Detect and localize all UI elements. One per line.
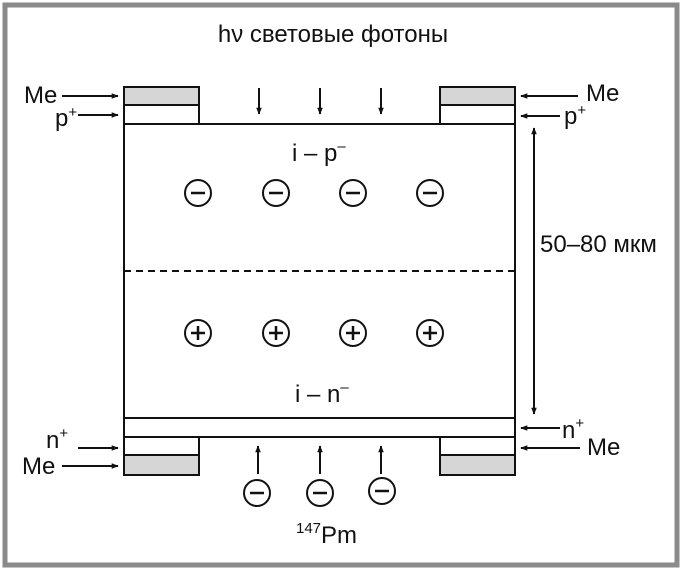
negative-charge bbox=[339, 179, 367, 207]
metal-layer bbox=[123, 86, 200, 106]
p-plus-layer bbox=[123, 104, 200, 125]
negative-charge bbox=[184, 179, 212, 207]
p-plus-layer bbox=[439, 104, 516, 125]
label-n-plus-bottom-right: n+ bbox=[562, 415, 584, 444]
beta-electron bbox=[306, 479, 334, 507]
beta-electron bbox=[368, 477, 396, 505]
bottom-right-contact bbox=[439, 436, 516, 476]
region-label-i-n: i – n– bbox=[295, 379, 349, 408]
label-p-plus-top-left: p+ bbox=[55, 104, 77, 132]
negative-charge bbox=[416, 179, 444, 207]
beta-electrons bbox=[243, 477, 396, 507]
n-plus-pad bbox=[439, 436, 516, 456]
diagram-title: hν световые фотоны bbox=[218, 21, 448, 48]
label-me-top-right: Me bbox=[586, 80, 619, 107]
beta-arrows bbox=[255, 445, 384, 474]
metal-layer bbox=[123, 454, 200, 476]
n-plus-pad bbox=[123, 436, 200, 456]
label-n-plus-bottom-left: n+ bbox=[46, 425, 68, 454]
positive-charge bbox=[339, 319, 367, 347]
bottom-left-contact bbox=[123, 436, 200, 476]
positive-charge bbox=[262, 319, 290, 347]
top-right-contact bbox=[439, 86, 516, 125]
region-label-i-p: i – p– bbox=[292, 138, 346, 167]
positive-charges bbox=[184, 319, 444, 347]
label-me-bottom-left: Me bbox=[22, 453, 55, 480]
metal-layer bbox=[439, 86, 516, 106]
positive-charge bbox=[416, 319, 444, 347]
label-me-top-left: Me bbox=[24, 82, 57, 109]
negative-charges bbox=[184, 179, 444, 207]
photon-arrows bbox=[256, 88, 384, 115]
positive-charge bbox=[184, 319, 212, 347]
negative-charge bbox=[262, 179, 290, 207]
label-p-plus-top-right: p+ bbox=[564, 102, 586, 130]
n-plus-layer bbox=[123, 417, 516, 438]
source-label: 147Pm bbox=[296, 520, 357, 549]
beta-electron bbox=[243, 479, 271, 507]
thickness-label: 50–80 мкм bbox=[540, 231, 657, 258]
label-me-bottom-right: Me bbox=[587, 434, 620, 461]
top-left-contact bbox=[123, 86, 200, 125]
metal-layer bbox=[439, 454, 516, 476]
